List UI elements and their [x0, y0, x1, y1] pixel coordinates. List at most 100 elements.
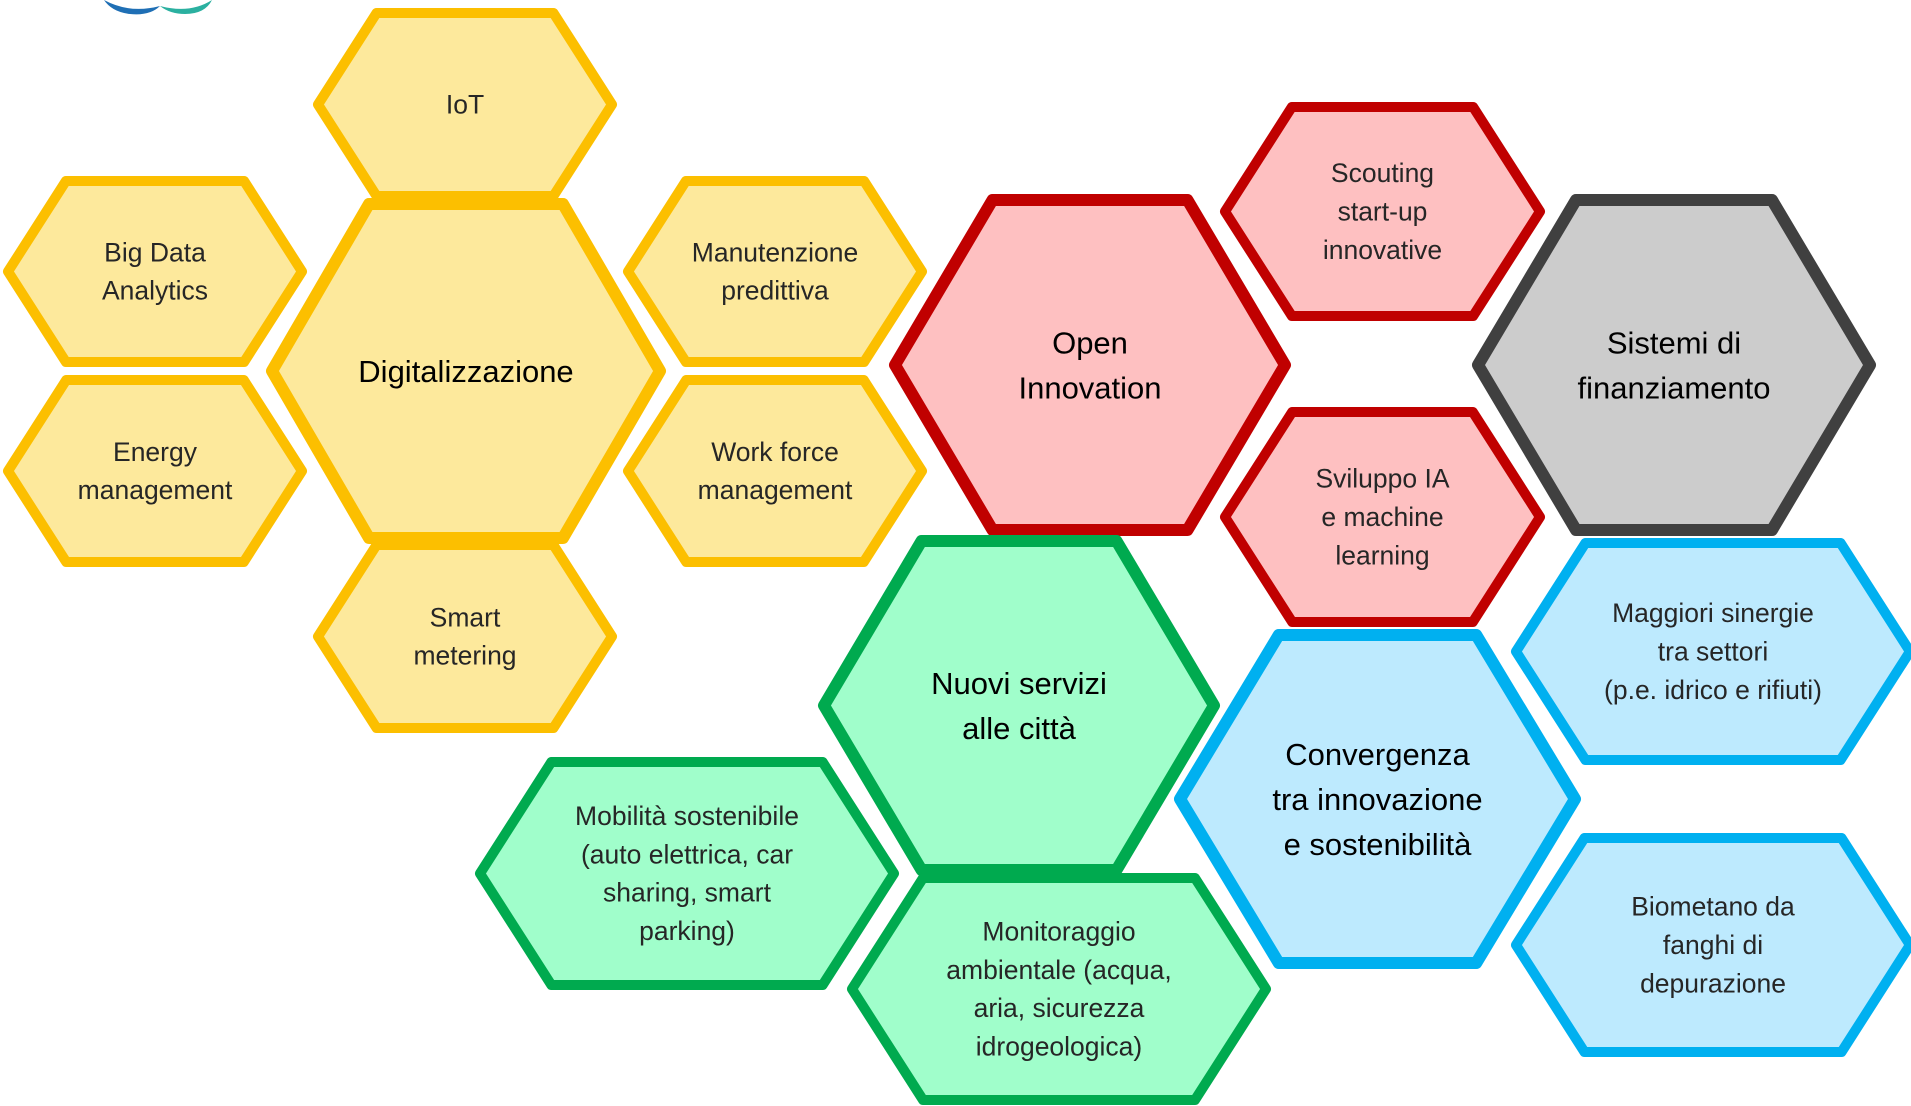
hexagon-label-line: metering: [413, 641, 516, 671]
hexagon-label-line: Nuovi servizi: [931, 666, 1107, 701]
hexagon-label-line: aria, sicurezza: [974, 993, 1145, 1023]
hexagon-label-line: IoT: [446, 90, 484, 120]
hexagon-nuovi-servizi: Nuovi servizi alle città: [818, 535, 1220, 876]
hexagon-label: Work force management: [698, 437, 853, 505]
hexagon-label-line: Maggiori sinergie: [1612, 598, 1814, 628]
hexagon-label-line: e sostenibilità: [1284, 826, 1473, 861]
hexagon-shape: [266, 198, 666, 544]
hexagon-iot: IoT: [313, 8, 617, 201]
hexagon-label-line: learning: [1335, 540, 1429, 570]
hexagon-shape: [1472, 194, 1876, 536]
hexagon-label-line: (auto elettrica, car: [581, 839, 793, 869]
hexagon-label-line: Energy: [113, 437, 198, 467]
hexagon-label: Nuovi servizi alle città: [931, 666, 1107, 746]
hexagon-label: Digitalizzazione: [358, 354, 573, 389]
hexagon-label-line: alle città: [962, 710, 1076, 745]
hexagon-label-line: depurazione: [1640, 968, 1786, 998]
hexagon-monitoraggio-ambientale: Monitoraggio ambientale (acqua, aria, sicu…: [847, 873, 1271, 1105]
hexagon-shape: [3, 176, 307, 367]
hexagon-label-line: Smart: [430, 602, 501, 632]
hexagon-label-line: sharing, smart: [603, 878, 772, 908]
hexagon-shape: [1220, 102, 1545, 321]
hexagon-label-line: Analytics: [102, 276, 208, 306]
hexagon-convergenza: Convergenza tra innovazione e sostenibilit…: [1174, 629, 1581, 969]
hexagon-label: IoT: [446, 90, 484, 120]
hexagon-label: Sviluppo IA e machine learning: [1315, 464, 1449, 571]
hexagon-label-line: Convergenza: [1285, 737, 1470, 772]
hexagon-shape: [847, 873, 1271, 1105]
hexagon-label-line: Open: [1052, 325, 1128, 360]
hexagon-sistemi-di-finanziamento: Sistemi di finanziamento: [1472, 194, 1876, 536]
hexagon-label-line: Digitalizzazione: [358, 354, 573, 389]
hexagon-label-line: (p.e. idrico e rifiuti): [1604, 675, 1822, 705]
hexagon-shape: [313, 540, 617, 733]
hexagon-maggiori-sinergie: Maggiori sinergie tra settori (p.e. idrico…: [1511, 538, 1911, 765]
hexagon-sviluppo-ia: Sviluppo IA e machine learning: [1220, 407, 1545, 627]
hexagon-label: Manutenzione predittiva: [692, 237, 858, 305]
hexagon-label: Smart metering: [413, 602, 516, 670]
hexagon-label-line: Sviluppo IA: [1315, 464, 1449, 494]
hexagon-shape: [1220, 407, 1545, 627]
hexagon-shape: [313, 8, 617, 201]
hexagon-shape: [3, 375, 307, 567]
logo-swoosh-left: [104, 0, 160, 15]
hexagon-label: Mobilità sostenibile (auto elettrica, car…: [575, 801, 799, 946]
hexagon-label-line: tra innovazione: [1272, 782, 1482, 817]
hexagon-shape: [1511, 833, 1911, 1057]
company-logo-icon: [104, 0, 212, 15]
hexagon-shape: [623, 375, 927, 567]
hexagon-work-force-management: Work force management: [623, 375, 927, 567]
logo-swoosh-right: [160, 0, 212, 14]
hexagon-label: Sistemi di finanziamento: [1577, 325, 1770, 405]
hex-group-sistemi-di-finanziamento: Sistemi di finanziamento: [1472, 194, 1876, 536]
hexagon-label-line: start-up: [1338, 197, 1428, 227]
hexagon-label-line: Biometano da: [1631, 892, 1795, 922]
hexagon-label-line: Monitoraggio: [982, 916, 1135, 946]
hexagon-label-line: tra settori: [1658, 637, 1768, 667]
hexagon-label: Convergenza tra innovazione e sostenibilit…: [1272, 737, 1482, 862]
hexagon-shape: [818, 535, 1220, 876]
hexagon-label-line: parking): [639, 916, 735, 946]
hexagon-digitalizzazione: Digitalizzazione: [266, 198, 666, 544]
hexagon-label: Energy management: [78, 437, 233, 505]
hexagon-biometano: Biometano da fanghi di depurazione: [1511, 833, 1911, 1057]
hexagon-label-line: Manutenzione: [692, 237, 858, 267]
hexagon-label: Scouting start-up innovative: [1323, 158, 1442, 265]
hexagon-label-line: management: [78, 475, 233, 505]
hexagon-label-line: Mobilità sostenibile: [575, 801, 799, 831]
hexagon-shape: [623, 176, 927, 367]
hexagon-label-line: Scouting: [1331, 158, 1434, 188]
hexagon-label-line: innovative: [1323, 235, 1442, 265]
hexagon-scouting-start-up: Scouting start-up innovative: [1220, 102, 1545, 321]
hexagon-label: Biometano da fanghi di depurazione: [1631, 892, 1795, 999]
hexagon-mobilita-sostenibile: Mobilità sostenibile (auto elettrica, car…: [475, 757, 899, 990]
hexagon-label: Monitoraggio ambientale (acqua, aria, sicu…: [946, 916, 1171, 1061]
hex-group-convergenza: Convergenza tra innovazione e sostenibilit…: [1174, 538, 1911, 1057]
hexagon-label-line: ambientale (acqua,: [946, 955, 1171, 985]
hexagon-energy-management: Energy management: [3, 375, 307, 567]
hexagon-smart-metering: Smart metering: [313, 540, 617, 733]
hexagon-label-line: idrogeologica): [976, 1032, 1142, 1062]
hexagon-label-line: management: [698, 475, 853, 505]
hexagon-label-line: Big Data: [104, 237, 206, 267]
hexagon-label-line: predittiva: [721, 276, 829, 306]
hexagon-manutenzione-predittiva: Manutenzione predittiva: [623, 176, 927, 367]
hexagon-label: Maggiori sinergie tra settori (p.e. idrico…: [1604, 598, 1822, 705]
hexagon-label-line: Sistemi di: [1607, 325, 1741, 360]
hexagon-label-line: fanghi di: [1663, 930, 1763, 960]
hexagon-label-line: e machine: [1321, 502, 1443, 532]
hexagon-label-line: Innovation: [1018, 370, 1161, 405]
hexagon-label-line: finanziamento: [1577, 370, 1770, 405]
hexagon-shape: [1174, 629, 1581, 969]
hexagon-label-line: Work force: [711, 437, 839, 467]
hexagon-shape: [475, 757, 899, 990]
